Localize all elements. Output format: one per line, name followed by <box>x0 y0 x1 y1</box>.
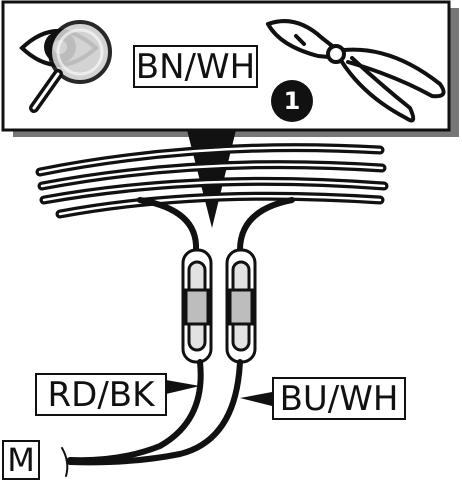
step-number-badge: 1 <box>271 80 313 122</box>
wire-color-label-left: RD/BK <box>35 373 167 416</box>
butt-connector-left <box>183 250 211 362</box>
butt-connector-right <box>227 250 255 362</box>
wire-color-label-top: BN/WH <box>133 45 258 88</box>
wire-color-label-right: BU/WH <box>272 377 406 420</box>
right-label-pointer <box>240 392 272 406</box>
motor-label: M <box>2 440 40 480</box>
left-label-pointer <box>166 380 200 394</box>
